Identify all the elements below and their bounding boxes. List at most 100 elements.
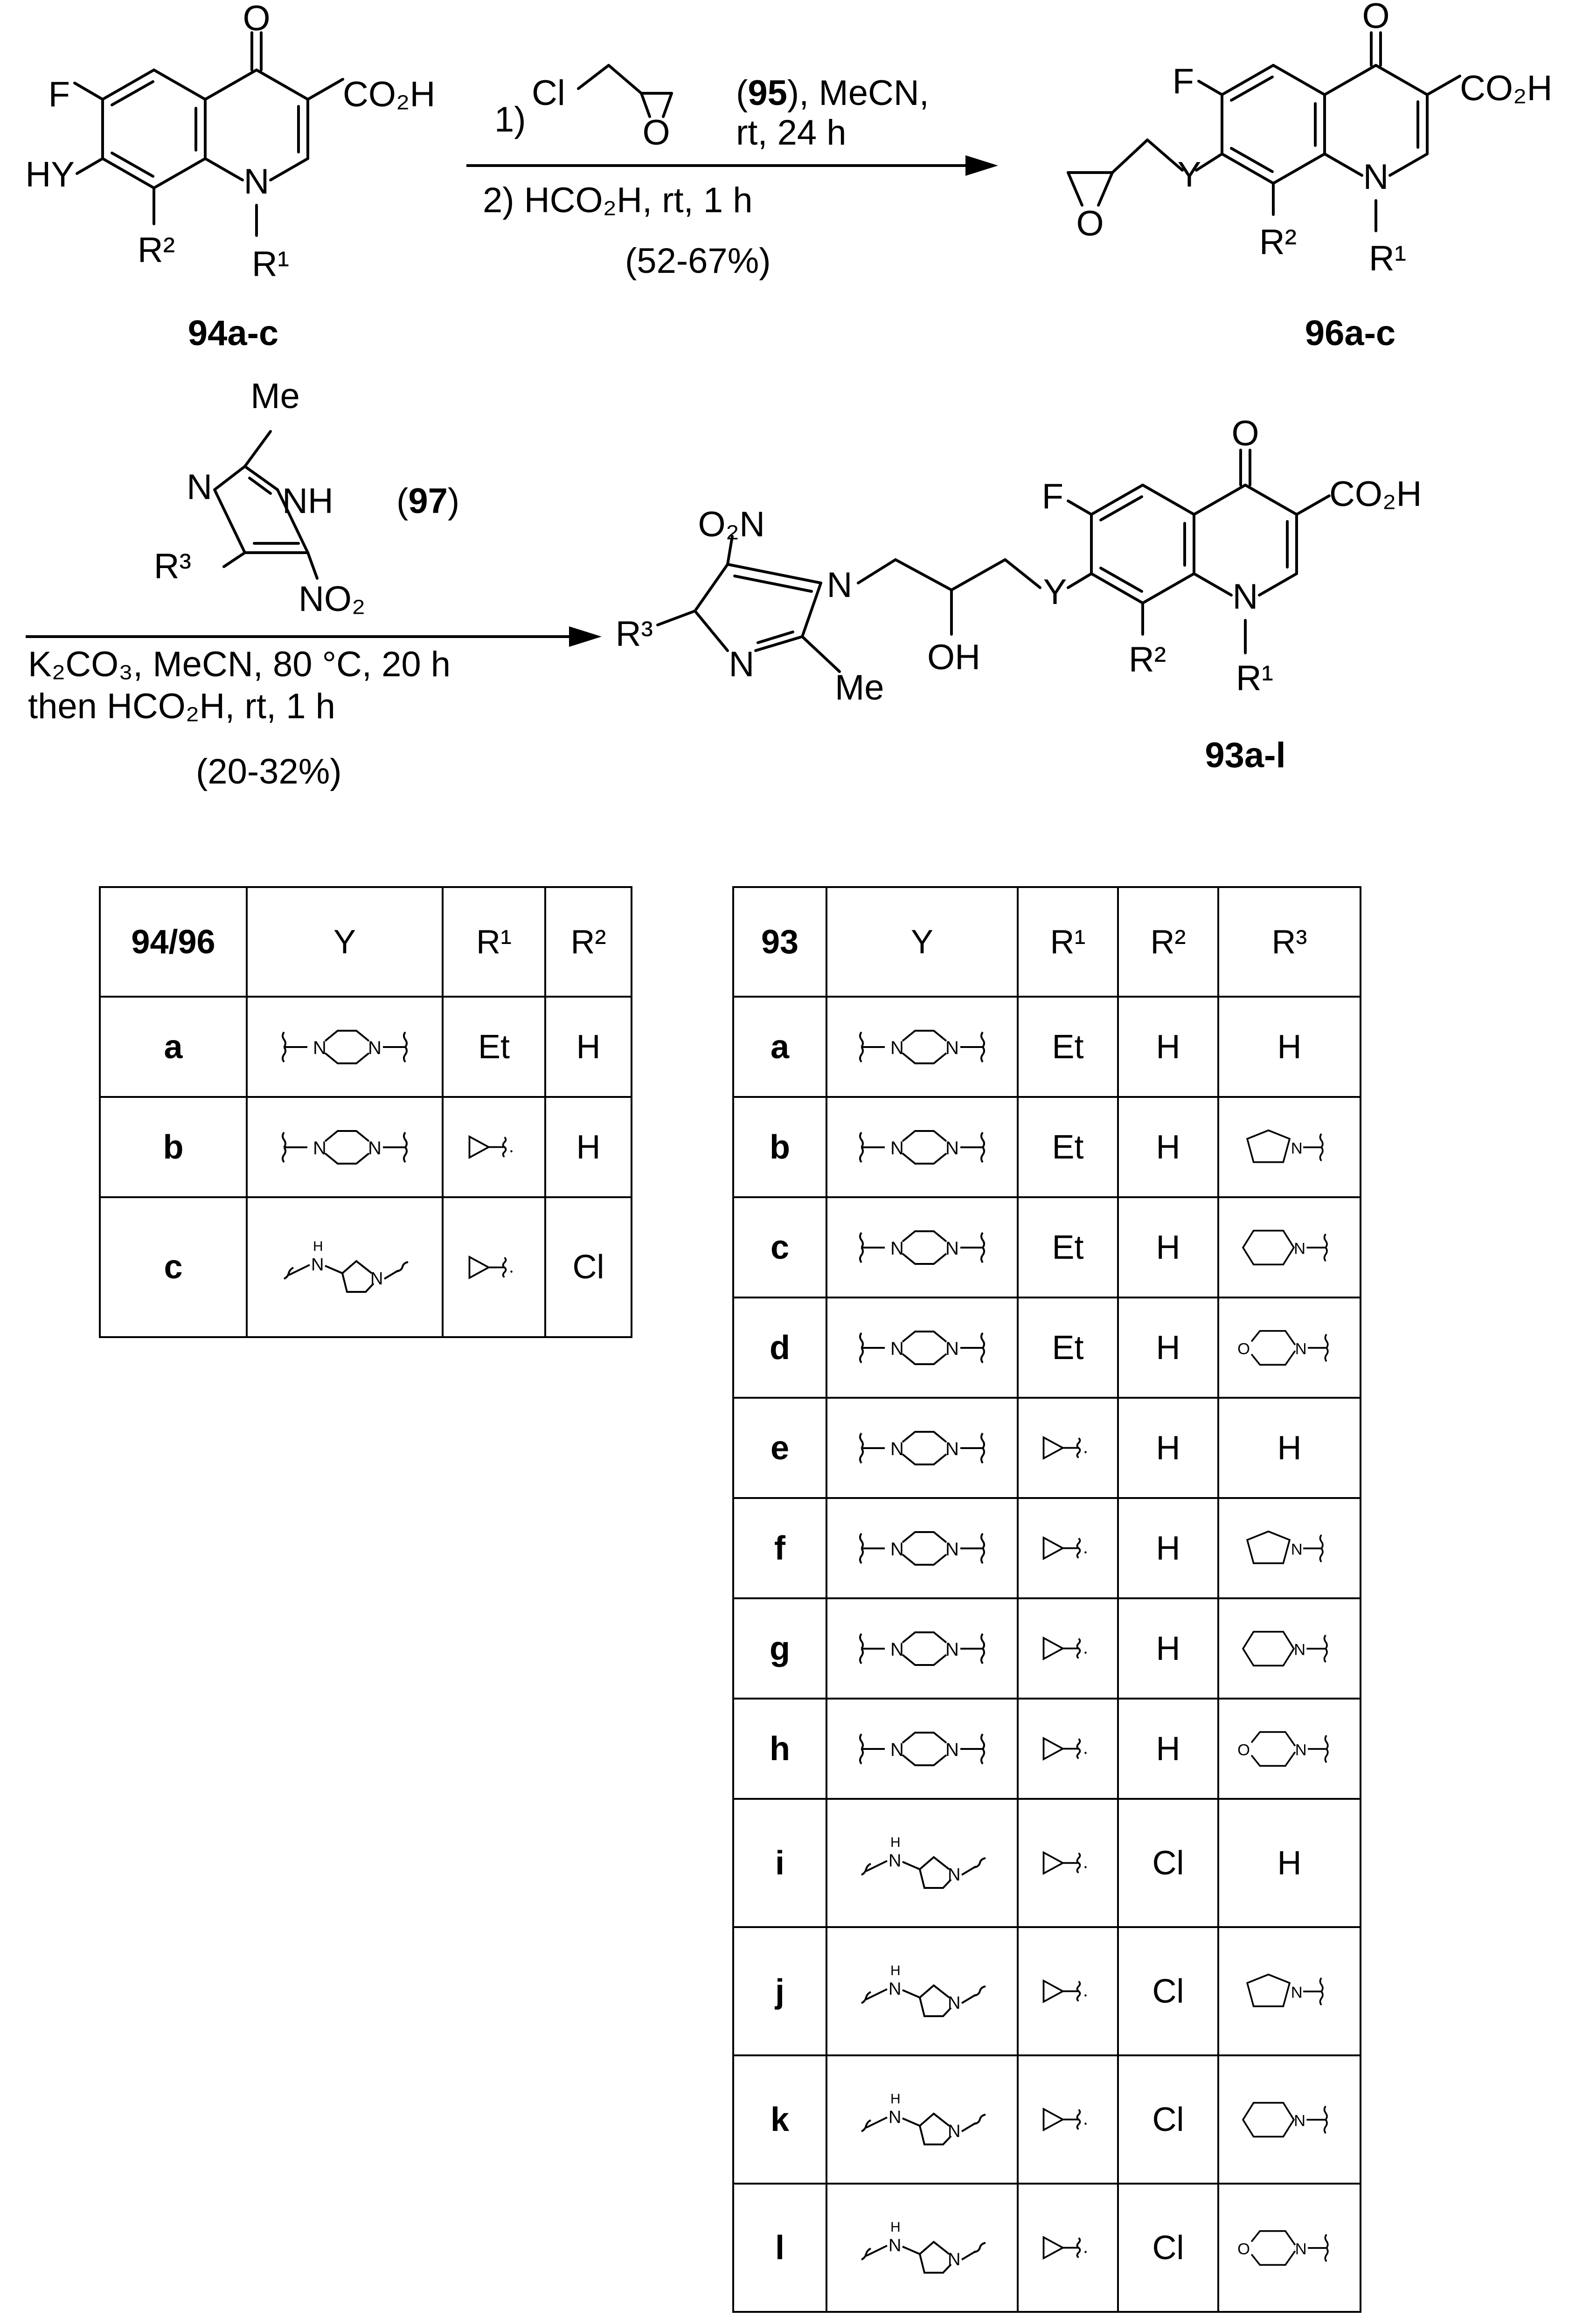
aminopyrrolidine-linker-structure: [283, 1238, 409, 1293]
morpholinyl-structure: [1236, 2230, 1329, 2266]
step1-line1: ), MeCN,: [787, 73, 929, 113]
fragment-cell: [1017, 2183, 1119, 2313]
piperidinyl-structure: [1242, 2102, 1328, 2137]
step1-yield: (52-67%): [625, 241, 771, 281]
atom-label: R¹: [252, 244, 289, 284]
compound-id-cell: j: [732, 1926, 827, 2056]
atom-label: N: [1363, 157, 1389, 197]
fragment-cell: [246, 996, 444, 1098]
substituent-cell: H: [1117, 1297, 1219, 1399]
atom-label: Me: [835, 668, 884, 708]
atom-label: Y: [1043, 572, 1067, 612]
compound-id-cell: g: [732, 1597, 827, 1700]
compound-id-cell: c: [99, 1196, 248, 1338]
fragment-cell: [442, 1196, 546, 1338]
step1-index: 1): [494, 100, 526, 139]
fragment-cell: [826, 1196, 1019, 1298]
fragment-cell: [1217, 1196, 1361, 1298]
substituent-cell: H: [1117, 1698, 1219, 1800]
substituent-cell: Cl: [1117, 2183, 1219, 2313]
atom-label: O: [642, 113, 670, 153]
substituent-cell: H: [1117, 1597, 1219, 1700]
compound-96: O CO₂H F Y O N R² R¹ 96a-c: [1067, 0, 1552, 353]
atom-label: N: [244, 162, 270, 201]
atom-label: Me: [250, 376, 300, 416]
arrow-head: [569, 626, 602, 647]
compound-label-93: 93a-l: [1205, 735, 1285, 775]
atom-label: O₂N: [698, 505, 765, 544]
reagent-97-label: 97: [408, 481, 448, 521]
compound-label-94: 94a-c: [188, 313, 278, 353]
atom-label: F: [49, 75, 70, 114]
cyclopropyl-structure: [1042, 2236, 1088, 2259]
atom-label: F: [1173, 62, 1194, 101]
fragment-cell: [826, 1798, 1019, 1928]
cyclopropyl-structure: [468, 1256, 514, 1279]
fragment-cell: [826, 1397, 1019, 1499]
piperazine-linker-structure: [859, 1731, 985, 1766]
fragment-cell: [442, 1096, 546, 1198]
substituent-cell: H: [1217, 1397, 1361, 1499]
step2-conditions: K₂CO₃, MeCN, 80 °C, 20 h then HCO₂H, rt,…: [26, 626, 602, 791]
compound-id-cell: b: [99, 1096, 248, 1198]
table-row: k Cl: [732, 2054, 1361, 2185]
atom-label: R¹: [1369, 239, 1406, 278]
atom-label: CO₂H: [1460, 69, 1552, 108]
fragment-cell: [1017, 1397, 1119, 1499]
fragment-cell: [1017, 1497, 1119, 1599]
compound-id-cell: c: [732, 1196, 827, 1298]
atom-label: OH: [927, 638, 980, 677]
fragment-cell: [1017, 1597, 1119, 1700]
compound-id-cell: k: [732, 2054, 827, 2185]
substituent-cell: Et: [442, 996, 546, 1098]
fragment-cell: [826, 1926, 1019, 2056]
fragment-cell: [246, 1196, 444, 1338]
piperazine-linker-structure: [859, 1130, 985, 1165]
reagent-95-text: (95), MeCN,: [736, 73, 929, 113]
compound-id-cell: i: [732, 1798, 827, 1928]
substituent-cell: Cl: [1117, 1926, 1219, 2056]
compound-id-cell: h: [732, 1698, 827, 1800]
aminopyrrolidine-linker-structure: [861, 1962, 986, 2017]
atom-label: N: [187, 467, 212, 507]
compound-id-cell: d: [732, 1297, 827, 1399]
cyclopropyl-structure: [1042, 1637, 1088, 1660]
step2-line2: then HCO₂H, rt, 1 h: [28, 687, 335, 726]
arrow-head: [965, 155, 998, 176]
substituent-cell: Cl: [544, 1196, 632, 1338]
fragment-cell: [1217, 1497, 1361, 1599]
atom-label: N: [827, 565, 853, 605]
atom-label: R¹: [1236, 659, 1273, 698]
substituent-cell: H: [1117, 1196, 1219, 1298]
header-cell: R³: [1217, 886, 1361, 998]
substituent-cell: H: [1217, 996, 1361, 1098]
cyclopropyl-structure: [1042, 1436, 1088, 1459]
fragment-cell: [1217, 2054, 1361, 2185]
reagent-97-text: (97): [396, 481, 459, 521]
substituent-cell: Cl: [1117, 2054, 1219, 2185]
substituent-cell: Cl: [1117, 1798, 1219, 1928]
fragment-cell: [1017, 1926, 1119, 2056]
header-cell: 94/96: [99, 886, 248, 998]
substituent-cell: H: [1117, 1397, 1219, 1499]
header-cell: R¹: [1017, 886, 1119, 998]
step1-line3: 2) HCO₂H, rt, 1 h: [483, 180, 753, 220]
atom-label: O: [1231, 414, 1259, 453]
piperazine-linker-structure: [859, 1631, 985, 1666]
fragment-cell: [1017, 2054, 1119, 2185]
atom-label: R²: [1259, 222, 1297, 262]
cyclopropyl-structure: [1042, 1537, 1088, 1560]
atom-label: N: [729, 645, 755, 684]
cyclopropyl-structure: [1042, 2108, 1088, 2131]
fragment-cell: [826, 2183, 1019, 2313]
substituent-cell: H: [544, 1096, 632, 1198]
aminopyrrolidine-linker-structure: [861, 1833, 986, 1889]
